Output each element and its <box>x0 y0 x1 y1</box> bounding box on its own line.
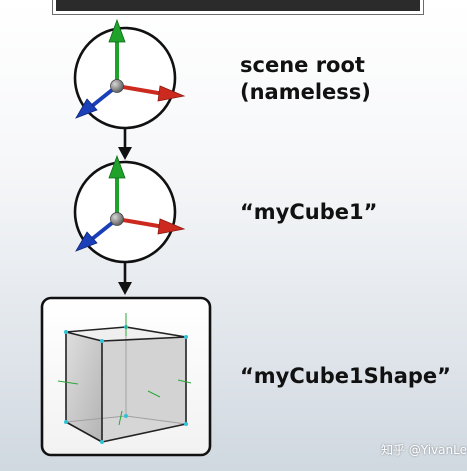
mycube1-gizmo-icon <box>73 154 186 264</box>
cube-shape-icon <box>57 313 192 444</box>
watermark: 知乎 @YivanLee <box>381 443 467 457</box>
down-arrow-icon <box>118 262 132 295</box>
down-arrow-icon <box>118 128 132 160</box>
mycube1shape-box <box>40 296 212 457</box>
scene-root-gizmo-icon <box>73 18 186 130</box>
top-panel <box>52 0 424 15</box>
mycube1shape-label: “myCube1Shape” <box>240 364 451 388</box>
scene-root-label-line2: (nameless) <box>240 80 371 104</box>
scene-root-label-line1: scene root <box>240 53 365 77</box>
scene-root-label: scene root (nameless) <box>240 52 371 106</box>
mycube1-label: “myCube1” <box>240 200 378 224</box>
